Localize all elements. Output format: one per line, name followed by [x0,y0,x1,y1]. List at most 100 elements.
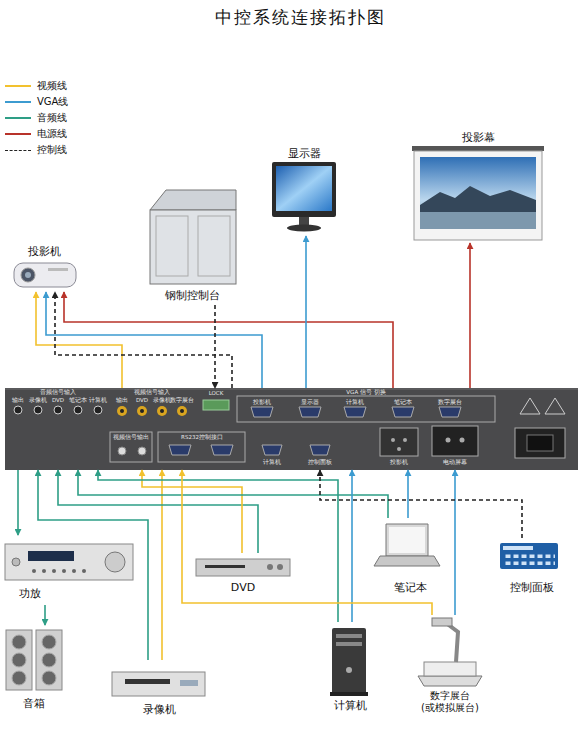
controller-panel [262,445,282,455]
port-label: 计算机 [263,459,281,465]
laptop-icon [374,556,440,566]
port-label: 投影机 [390,459,408,465]
legend-row: 电源线 [5,128,67,140]
diagram-title: 中控系统连接拓扑图 [215,8,386,28]
controller-node: 音频信号输入输出录像机DVD笔记本计算机视频信号输入输出DVD录像机数字展台视频… [5,388,578,470]
port-label: 视频信号输出 [113,434,149,440]
computer-icon [346,667,352,673]
amplifier-icon [105,552,125,572]
amplifier-icon [12,558,20,566]
connector [17,470,19,535]
legend-swatch [5,150,31,151]
speaker-icon [6,630,32,690]
amplifier-icon [82,569,86,573]
port-label: 笔记本 [394,399,412,405]
monitor-icon [272,162,336,232]
controller-panel [34,406,42,414]
controller-panel [520,398,540,414]
projection-screen [412,146,544,151]
controller-panel [5,388,578,470]
projection-screen [414,151,542,240]
device-label: 投影幕 [462,132,495,145]
monitor-icon [272,162,336,217]
port-label: 录像机 [29,397,47,403]
controller-panel [211,445,233,455]
connector [142,470,242,553]
visualizer-icon [446,623,458,662]
amplifier-icon [52,569,56,573]
legend-row: VGA线 [5,96,68,108]
console-icon [150,210,236,284]
legend-text: 视频线 [37,79,67,93]
dvd-icon [205,565,245,568]
port-label: DVD [136,397,148,403]
speaker-icon [36,630,62,690]
port-label: LOCK [209,390,224,396]
port-label: 投影机 [253,399,271,405]
legend-row: 音频线 [5,112,67,124]
device-label: DVD [231,582,255,595]
legend-swatch [5,85,31,87]
connector [182,470,432,615]
connector [161,470,163,660]
legend-text: 控制线 [37,143,67,157]
controller-panel [120,409,124,413]
connector [454,470,456,615]
controller-panel [446,438,451,443]
computer-icon [330,628,368,696]
computer-icon [336,634,362,638]
recorder-icon [112,672,205,696]
projector-icon [25,272,31,278]
legend-swatch [5,117,31,119]
controller-panel [169,445,191,455]
controller-panel [203,400,229,410]
console-icon [156,216,188,276]
connector [351,470,353,622]
controller-panel [392,407,414,417]
controller-panel [432,426,478,456]
projector-icon [14,263,76,287]
monitor-icon [287,225,321,232]
device-label: 投影机 [28,246,61,259]
device-label: 计算机 [334,700,367,713]
device-label: 钢制控制台 [165,290,220,303]
amplifier-icon [62,569,66,573]
connector [64,292,393,388]
connector [305,236,307,388]
console-icon [150,190,236,284]
legend-row: 控制线 [5,144,67,156]
controller-panel [527,435,553,451]
device-node: 功放 [3,535,135,605]
dvd-icon [196,559,290,576]
port-label: 控制面板 [308,459,332,465]
controller-panel [157,406,167,416]
device-label: 音箱 [23,698,45,711]
legend-text: VGA线 [37,95,68,109]
controller-panel [380,428,418,456]
device-node: 投影幕 [410,130,546,243]
port-label: 录像机 [153,397,171,403]
projection-screen [412,146,544,240]
connector [58,470,258,553]
port-label: 数字展台 [170,397,194,403]
connector [320,470,522,538]
computer-icon [330,692,368,696]
amplifier-icon [5,544,133,580]
amplifier-icon [32,569,36,573]
device-node: 录像机 [108,660,210,726]
device-node: DVD [193,553,293,598]
device-label: 控制面板 [510,582,554,595]
port-label: 计算机 [346,399,364,405]
recorder-icon [112,672,205,696]
connector [36,292,122,388]
device-node: 钢制控制台 [140,185,245,305]
controller-panel [439,407,461,417]
controller-panel [391,438,395,442]
controller-panel [138,447,146,455]
port-label: VGA 信号 切换 [346,389,385,395]
visualizer-icon [432,618,452,626]
connector [44,605,46,625]
controller-panel [160,409,164,413]
